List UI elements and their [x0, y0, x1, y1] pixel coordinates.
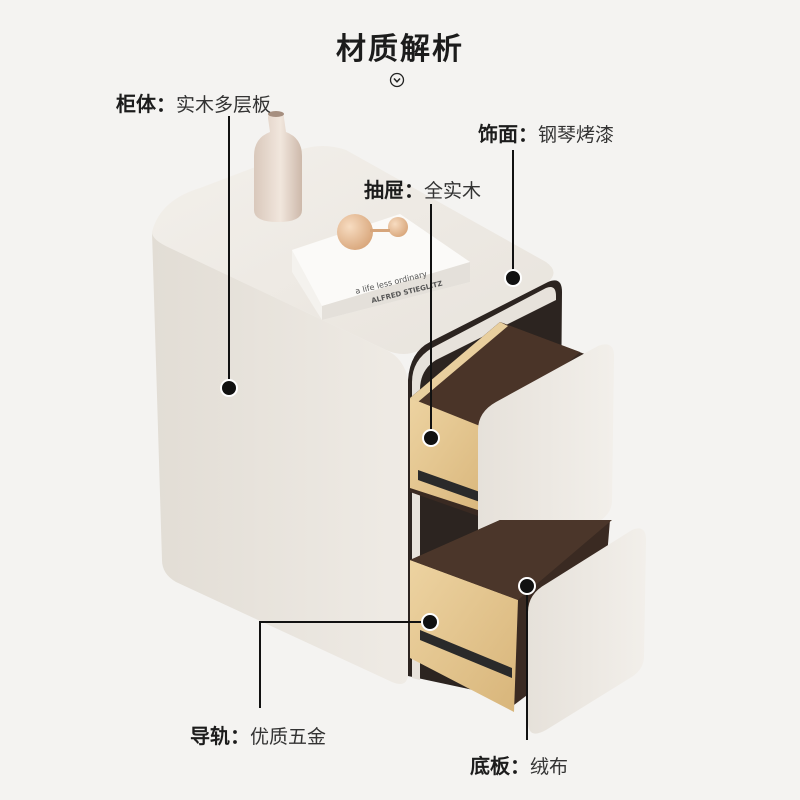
callout-finish: 饰面：钢琴烤漆	[478, 118, 614, 147]
callout-dot-drawer	[422, 429, 440, 447]
lower-drawer-front	[528, 528, 646, 734]
page-title: 材质解析	[336, 32, 464, 67]
vase	[254, 112, 302, 222]
callout-sep: ：	[156, 92, 176, 116]
callout-key: 饰面	[478, 122, 518, 146]
chevron-down-icon	[389, 72, 405, 88]
callout-key: 导轨	[190, 724, 230, 748]
callout-lines	[228, 116, 528, 740]
callout-key: 抽屉	[364, 178, 404, 202]
callout-bottom: 底板：绒布	[470, 750, 568, 779]
callout-value: 钢琴烤漆	[538, 124, 615, 146]
callout-rail: 导轨：优质五金	[190, 720, 326, 749]
wood-ball-large	[337, 214, 373, 250]
upper-drawer-front	[478, 344, 614, 577]
callout-key: 柜体	[116, 92, 156, 116]
callout-sep: ：	[404, 178, 424, 202]
callout-drawer: 抽屉：全实木	[364, 174, 481, 203]
callout-value: 实木多层板	[176, 94, 272, 116]
lower-drawer-side	[410, 560, 518, 712]
callout-dot-finish	[504, 269, 522, 287]
callout-value: 绒布	[530, 756, 569, 778]
callout-value: 全实木	[424, 180, 482, 202]
callout-sep: ：	[510, 754, 530, 778]
callout-dot-cabinet	[220, 379, 238, 397]
callout-key: 底板	[470, 754, 510, 778]
callout-dots	[220, 269, 536, 631]
callout-sep: ：	[518, 122, 538, 146]
callout-cabinet: 柜体：实木多层板	[116, 88, 271, 117]
wood-ball-small	[388, 217, 408, 237]
callout-dot-bottom	[518, 577, 536, 595]
callout-dot-rail	[421, 613, 439, 631]
callout-sep: ：	[230, 724, 250, 748]
cabinet-side	[152, 232, 408, 684]
callout-value: 优质五金	[250, 726, 327, 748]
